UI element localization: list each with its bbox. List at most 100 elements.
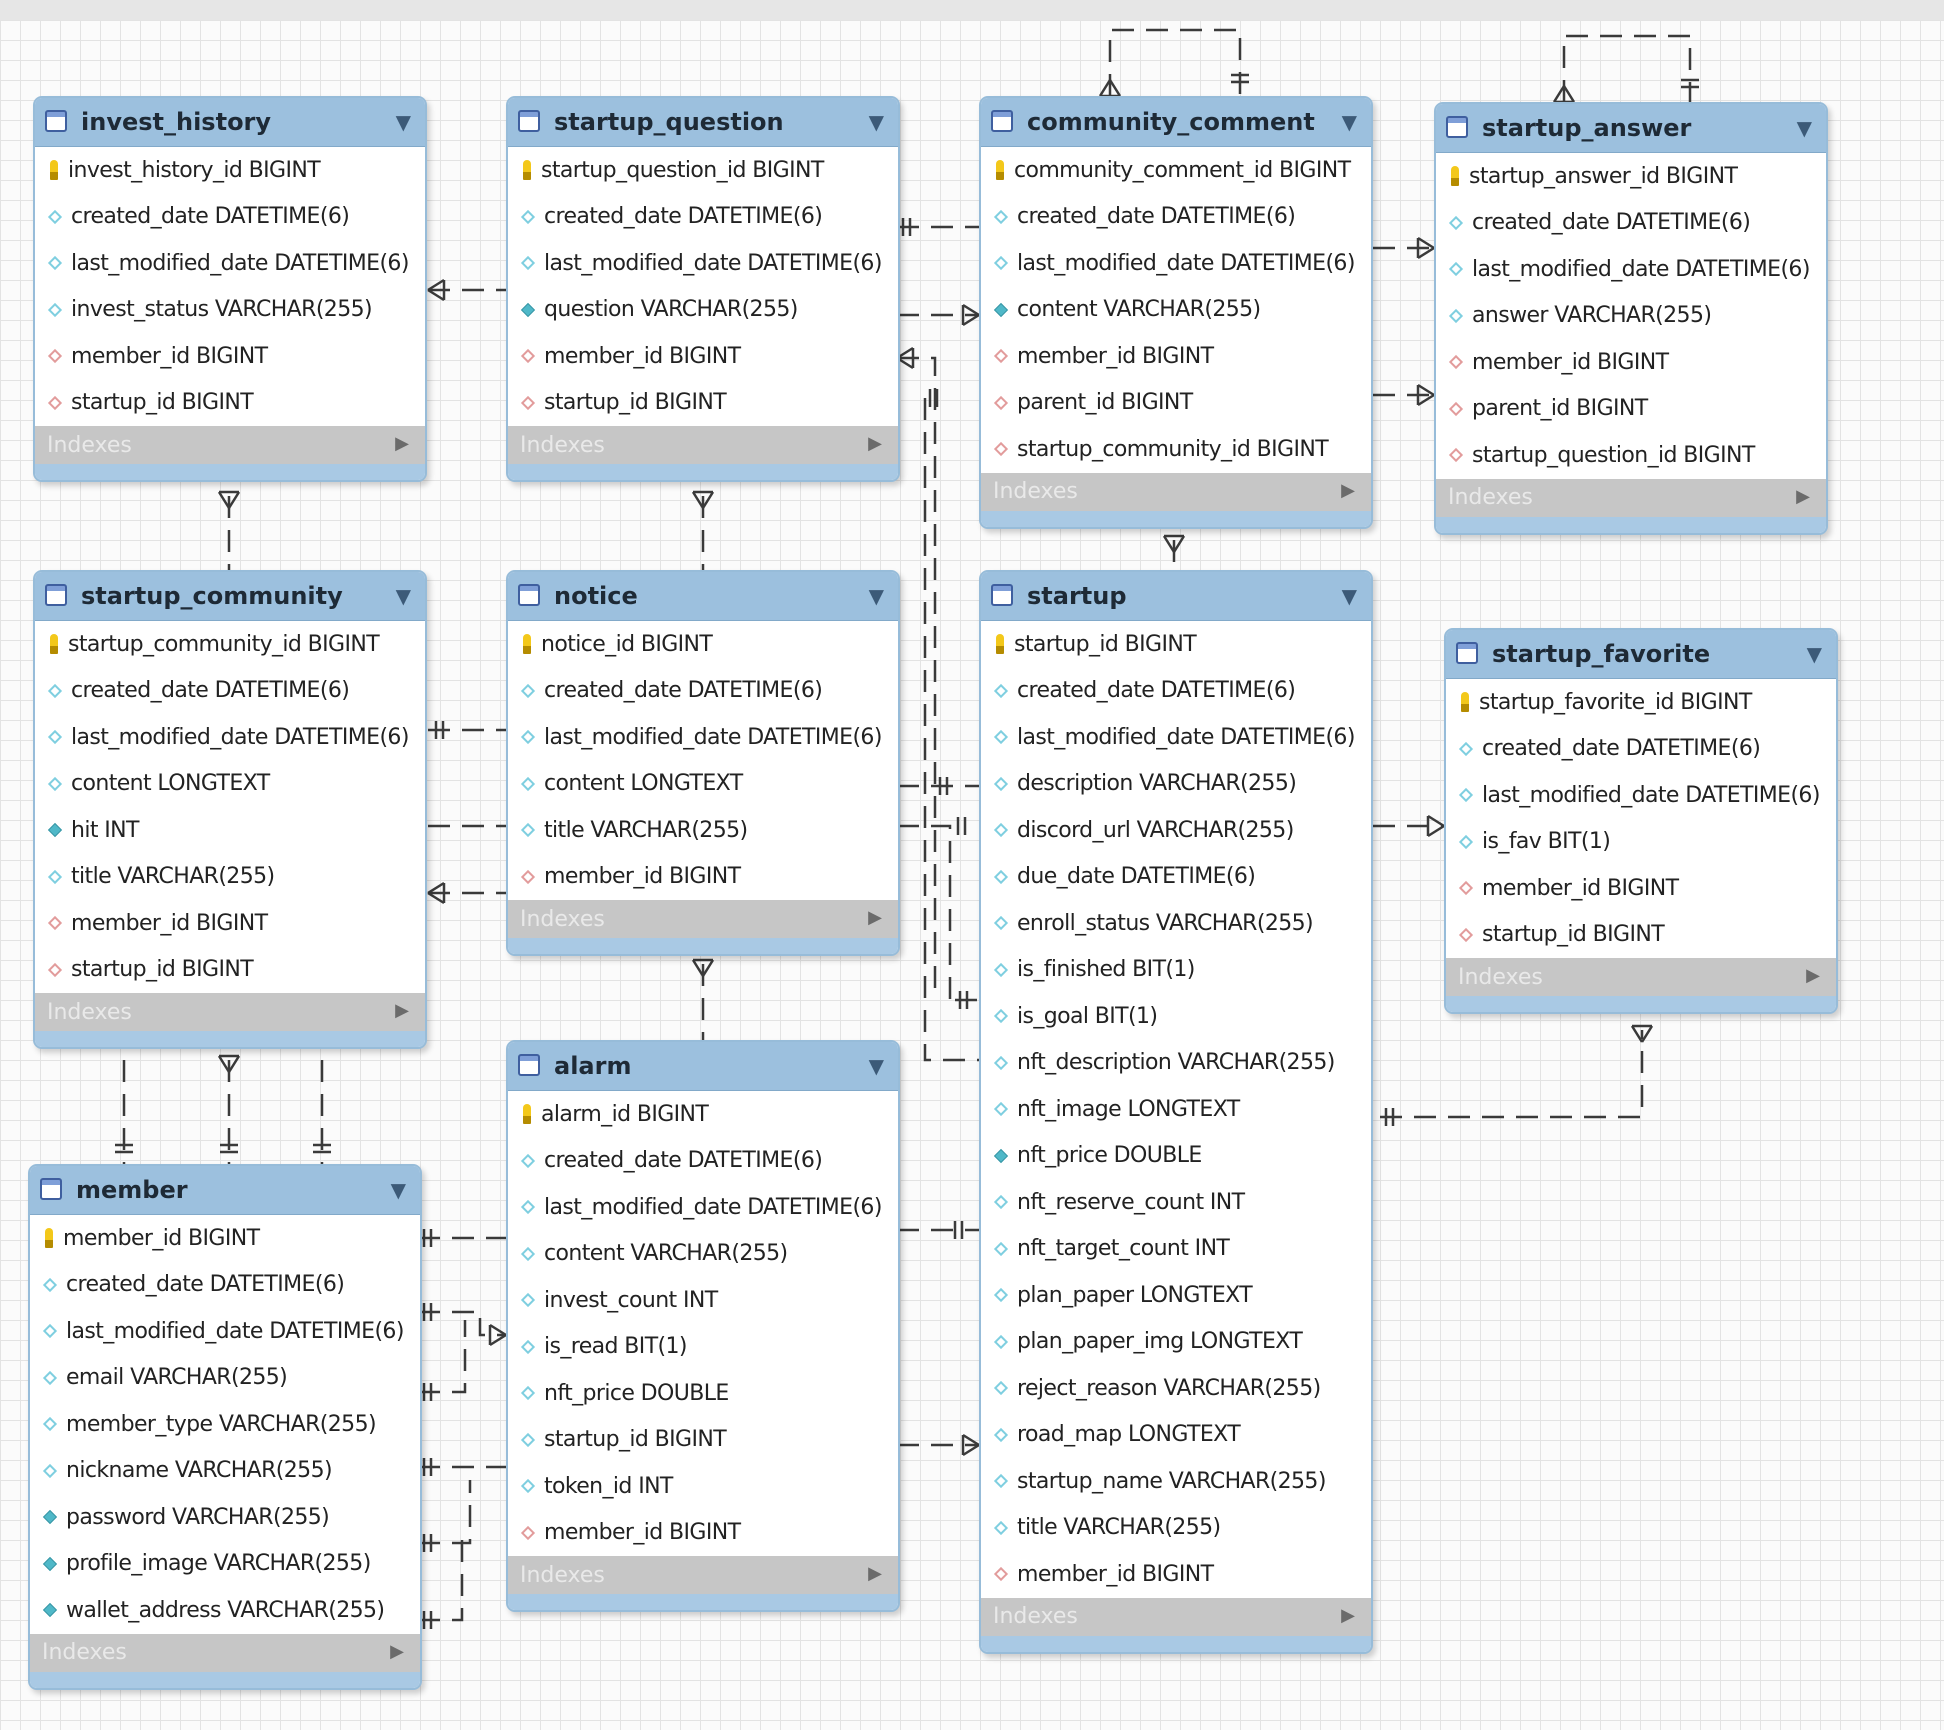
column-row[interactable]: due_date DATETIME(6) [981,854,1371,901]
column-row[interactable]: wallet_address VARCHAR(255) [30,1587,420,1634]
dropdown-triangle-icon[interactable]: ▼ [395,110,411,134]
column-row[interactable]: content LONGTEXT [508,761,898,808]
column-row[interactable]: last_modified_date DATETIME(6) [30,1308,420,1355]
column-row[interactable]: email VARCHAR(255) [30,1355,420,1402]
column-row[interactable]: member_id BIGINT [35,900,425,947]
column-row[interactable]: password VARCHAR(255) [30,1494,420,1541]
column-row[interactable]: community_comment_id BIGINT [981,147,1371,194]
column-row[interactable]: answer VARCHAR(255) [1436,293,1826,340]
column-row[interactable]: member_id BIGINT [1436,339,1826,386]
column-row[interactable]: content LONGTEXT [35,761,425,808]
indexes-section[interactable]: Indexes▶ [1446,958,1836,996]
column-row[interactable]: last_modified_date DATETIME(6) [508,714,898,761]
column-row[interactable]: created_date DATETIME(6) [1446,726,1836,773]
indexes-section[interactable]: Indexes▶ [1436,478,1826,517]
dropdown-triangle-icon[interactable]: ▼ [390,1178,406,1202]
column-row[interactable]: description VARCHAR(255) [981,761,1371,808]
column-row[interactable]: member_id BIGINT [508,854,898,901]
expand-arrow-icon[interactable]: ▶ [868,433,882,454]
column-row[interactable]: created_date DATETIME(6) [508,194,898,241]
column-row[interactable]: startup_id BIGINT [1446,912,1836,959]
column-row[interactable]: startup_id BIGINT [35,947,425,994]
column-row[interactable]: startup_community_id BIGINT [35,621,425,668]
column-row[interactable]: member_id BIGINT [1446,865,1836,912]
column-row[interactable]: member_type VARCHAR(255) [30,1401,420,1448]
dropdown-triangle-icon[interactable]: ▼ [868,1054,884,1078]
dropdown-triangle-icon[interactable]: ▼ [1341,584,1357,608]
column-row[interactable]: nft_price DOUBLE [981,1133,1371,1180]
column-row[interactable]: last_modified_date DATETIME(6) [508,1184,898,1231]
column-row[interactable]: created_date DATETIME(6) [1436,200,1826,247]
indexes-section[interactable]: Indexes▶ [35,426,425,464]
table-header[interactable]: invest_history▼ [35,98,425,147]
column-row[interactable]: startup_id BIGINT [981,621,1371,668]
table-community-comment[interactable]: community_comment▼community_comment_id B… [979,96,1373,529]
column-row[interactable]: last_modified_date DATETIME(6) [981,714,1371,761]
column-row[interactable]: member_id BIGINT [981,333,1371,380]
column-row[interactable]: created_date DATETIME(6) [35,194,425,241]
expand-arrow-icon[interactable]: ▶ [1806,965,1820,986]
column-row[interactable]: member_id BIGINT [508,333,898,380]
column-row[interactable]: created_date DATETIME(6) [981,194,1371,241]
table-startup-question[interactable]: startup_question▼startup_question_id BIG… [506,96,900,482]
column-row[interactable]: nickname VARCHAR(255) [30,1448,420,1495]
column-row[interactable]: token_id INT [508,1463,898,1510]
expand-arrow-icon[interactable]: ▶ [1341,1604,1355,1626]
column-row[interactable]: discord_url VARCHAR(255) [981,807,1371,854]
column-row[interactable]: invest_count INT [508,1277,898,1324]
table-header[interactable]: startup_question▼ [508,98,898,147]
column-row[interactable]: startup_id BIGINT [35,380,425,427]
table-header[interactable]: member▼ [30,1166,420,1215]
column-row[interactable]: title VARCHAR(255) [981,1505,1371,1552]
column-row[interactable]: road_map LONGTEXT [981,1412,1371,1459]
column-row[interactable]: last_modified_date DATETIME(6) [508,240,898,287]
column-row[interactable]: nft_description VARCHAR(255) [981,1040,1371,1087]
column-row[interactable]: last_modified_date DATETIME(6) [981,240,1371,287]
expand-arrow-icon[interactable]: ▶ [390,1640,404,1662]
column-row[interactable]: startup_id BIGINT [508,1417,898,1464]
column-row[interactable]: startup_name VARCHAR(255) [981,1458,1371,1505]
expand-arrow-icon[interactable]: ▶ [1796,485,1810,507]
column-row[interactable]: last_modified_date DATETIME(6) [35,240,425,287]
column-row[interactable]: member_id BIGINT [35,333,425,380]
expand-arrow-icon[interactable]: ▶ [868,907,882,928]
column-row[interactable]: notice_id BIGINT [508,621,898,668]
column-row[interactable]: last_modified_date DATETIME(6) [1436,246,1826,293]
expand-arrow-icon[interactable]: ▶ [1341,479,1355,501]
table-header[interactable]: startup▼ [981,572,1371,621]
expand-arrow-icon[interactable]: ▶ [395,1000,409,1021]
column-row[interactable]: member_id BIGINT [30,1215,420,1262]
table-header[interactable]: startup_answer▼ [1436,104,1826,153]
table-startup-community[interactable]: startup_community▼startup_community_id B… [33,570,427,1049]
dropdown-triangle-icon[interactable]: ▼ [868,584,884,608]
column-row[interactable]: title VARCHAR(255) [508,807,898,854]
column-row[interactable]: member_id BIGINT [981,1551,1371,1598]
table-header[interactable]: notice▼ [508,572,898,621]
indexes-section[interactable]: Indexes▶ [30,1633,420,1672]
column-row[interactable]: created_date DATETIME(6) [508,1138,898,1185]
column-row[interactable]: question VARCHAR(255) [508,287,898,334]
column-row[interactable]: startup_favorite_id BIGINT [1446,679,1836,726]
dropdown-triangle-icon[interactable]: ▼ [1806,642,1822,666]
column-row[interactable]: is_fav BIT(1) [1446,819,1836,866]
column-row[interactable]: profile_image VARCHAR(255) [30,1541,420,1588]
column-row[interactable]: is_finished BIT(1) [981,947,1371,994]
column-row[interactable]: startup_community_id BIGINT [981,426,1371,473]
column-row[interactable]: plan_paper_img LONGTEXT [981,1319,1371,1366]
column-row[interactable]: parent_id BIGINT [1436,386,1826,433]
dropdown-triangle-icon[interactable]: ▼ [1796,116,1812,140]
column-row[interactable]: startup_id BIGINT [508,380,898,427]
column-row[interactable]: title VARCHAR(255) [35,854,425,901]
indexes-section[interactable]: Indexes▶ [508,426,898,464]
column-row[interactable]: nft_reserve_count INT [981,1179,1371,1226]
column-row[interactable]: invest_history_id BIGINT [35,147,425,194]
dropdown-triangle-icon[interactable]: ▼ [868,110,884,134]
indexes-section[interactable]: Indexes▶ [508,900,898,938]
column-row[interactable]: last_modified_date DATETIME(6) [1446,772,1836,819]
column-row[interactable]: startup_question_id BIGINT [508,147,898,194]
